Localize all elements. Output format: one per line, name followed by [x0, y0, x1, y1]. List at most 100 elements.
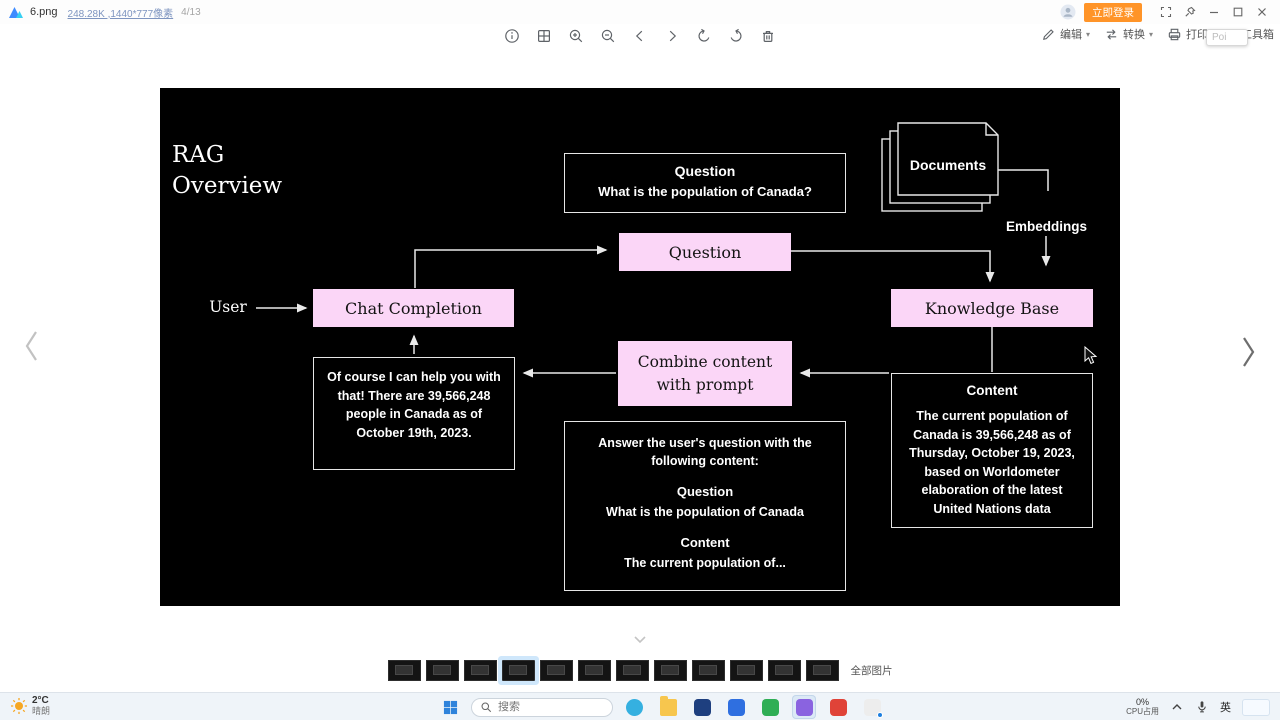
start-button[interactable] — [438, 695, 462, 719]
language-indicator[interactable]: 英 — [1220, 702, 1231, 714]
mail-icon — [693, 698, 711, 716]
thumbnail-1[interactable] — [387, 659, 421, 681]
info-button[interactable] — [501, 25, 523, 47]
thumbnail-7[interactable] — [615, 659, 649, 681]
toolbar-tools — [501, 25, 779, 47]
toolbar-print-button[interactable]: 打印 — [1167, 26, 1208, 42]
documents-label: Documents — [910, 157, 986, 173]
prompt-question-title: Question — [676, 484, 734, 499]
fullscreen-button[interactable] — [1156, 3, 1176, 21]
combine-content-pill: Combine content with prompt — [618, 341, 792, 406]
taskbar-app-image-viewer[interactable] — [792, 695, 816, 719]
minimize-button[interactable] — [1204, 3, 1224, 21]
weather-temperature: 2°C — [32, 695, 49, 706]
content-box: Content The current population of Canada… — [891, 373, 1093, 528]
filmstrip-thumbs — [387, 659, 839, 681]
window-controls — [1156, 3, 1272, 21]
rotate-left-button[interactable] — [693, 25, 715, 47]
question-box-title: Question — [674, 163, 736, 179]
toolbar-edit-button[interactable]: 编辑▾ — [1041, 26, 1090, 42]
content-box-body: The current population of Canada is 39,5… — [909, 409, 1075, 516]
taskbar-app-office[interactable] — [724, 695, 748, 719]
close-button[interactable] — [1252, 3, 1272, 21]
file-explorer-icon — [659, 695, 677, 716]
image-viewer-icon — [795, 698, 813, 716]
tray-card[interactable] — [1242, 698, 1270, 716]
all-images-button[interactable]: 全部图片 — [850, 664, 893, 677]
microphone-icon[interactable] — [1195, 700, 1209, 714]
prompt-intro: Answer the user's question with the foll… — [598, 436, 812, 468]
notification-dot — [877, 712, 883, 718]
user-avatar-icon[interactable] — [1060, 4, 1076, 20]
user-label: User — [209, 298, 247, 316]
taskbar: 2°C 晴朗 0% CPU占用 — [0, 692, 1280, 720]
taskbar-app-edge[interactable] — [622, 695, 646, 719]
maximize-button[interactable] — [1228, 3, 1248, 21]
taskbar-search[interactable] — [471, 697, 613, 717]
pin-button[interactable] — [1180, 3, 1200, 21]
sun-icon — [11, 698, 27, 714]
login-button[interactable]: 立即登录 — [1084, 2, 1142, 22]
thumbnail-6[interactable] — [577, 659, 611, 681]
thumbnails-button[interactable] — [533, 25, 555, 47]
viewer-area: Documents RAG Overview Question What is … — [0, 50, 1280, 648]
search-icon — [481, 702, 492, 712]
titlebar: 6.png 248.28K ,1440*777像素 4/13 立即登录 — [0, 0, 1280, 24]
taskbar-app-music[interactable] — [860, 695, 884, 719]
mouse-cursor — [1084, 346, 1098, 365]
chevron-down-icon: ▾ — [1148, 29, 1153, 39]
cpu-label: CPU占用 — [1126, 707, 1159, 716]
taskbar-app-file-explorer[interactable] — [656, 695, 680, 719]
prompt-question-body: What is the population of Canada — [606, 505, 804, 519]
media-icon — [829, 698, 847, 716]
knowledge-base-pill: Knowledge Base — [891, 289, 1093, 327]
thumbnail-3[interactable] — [463, 659, 497, 681]
thumbnail-2[interactable] — [425, 659, 459, 681]
next-image-button[interactable] — [1238, 334, 1258, 370]
notes-icon — [761, 698, 779, 716]
filmstrip-collapse-handle[interactable] — [629, 635, 651, 645]
prompt-content-body: The current population of... — [624, 556, 786, 570]
taskbar-app-notes[interactable] — [758, 695, 782, 719]
tray-chevron-up-icon[interactable] — [1170, 700, 1184, 714]
office-icon — [727, 698, 745, 716]
zoom-out-button[interactable] — [597, 25, 619, 47]
thumbnail-10[interactable] — [729, 659, 763, 681]
cpu-usage-widget[interactable]: 0% CPU占用 — [1126, 698, 1159, 717]
app-logo-icon — [9, 7, 23, 18]
thumbnail-5[interactable] — [539, 659, 573, 681]
file-info-link[interactable]: 248.28K ,1440*777像素 — [67, 8, 174, 20]
taskbar-center — [438, 693, 884, 720]
taskbar-tray: 0% CPU占用 英 — [1126, 693, 1270, 720]
rotate-right-button[interactable] — [725, 25, 747, 47]
question-pill: Question — [619, 233, 791, 271]
slide-image[interactable]: Documents RAG Overview Question What is … — [160, 88, 1120, 606]
embeddings-label: Embeddings — [1006, 219, 1088, 234]
weather-description: 晴朗 — [32, 706, 51, 716]
next-button[interactable] — [661, 25, 683, 47]
taskbar-app-media[interactable] — [826, 695, 850, 719]
taskbar-apps — [622, 695, 884, 719]
previous-image-button[interactable] — [22, 328, 42, 364]
thumbnail-4[interactable] — [501, 659, 535, 681]
prev-button[interactable] — [629, 25, 651, 47]
question-box: Question What is the population of Canad… — [564, 153, 846, 213]
thumbnail-12[interactable] — [805, 659, 839, 681]
file-name: 6.png — [30, 6, 58, 18]
weather-widget[interactable]: 2°C 晴朗 — [10, 695, 50, 717]
zoom-in-button[interactable] — [565, 25, 587, 47]
prompt-content-title: Content — [680, 535, 730, 550]
thumbnail-9[interactable] — [691, 659, 725, 681]
delete-button[interactable] — [757, 25, 779, 47]
thumbnail-11[interactable] — [767, 659, 801, 681]
slide-title: RAG Overview — [172, 142, 283, 199]
edge-icon — [625, 698, 643, 716]
titlebar-right: 立即登录 — [1060, 2, 1272, 22]
thumbnail-8[interactable] — [653, 659, 687, 681]
taskbar-app-mail[interactable] — [690, 695, 714, 719]
toolbar-convert-button[interactable]: 转换▾ — [1104, 26, 1153, 42]
question-box-body: What is the population of Canada? — [598, 184, 812, 199]
chat-completion-pill: Chat Completion — [313, 289, 514, 327]
page-indicator: 4/13 — [181, 6, 201, 18]
search-input[interactable] — [498, 701, 588, 713]
